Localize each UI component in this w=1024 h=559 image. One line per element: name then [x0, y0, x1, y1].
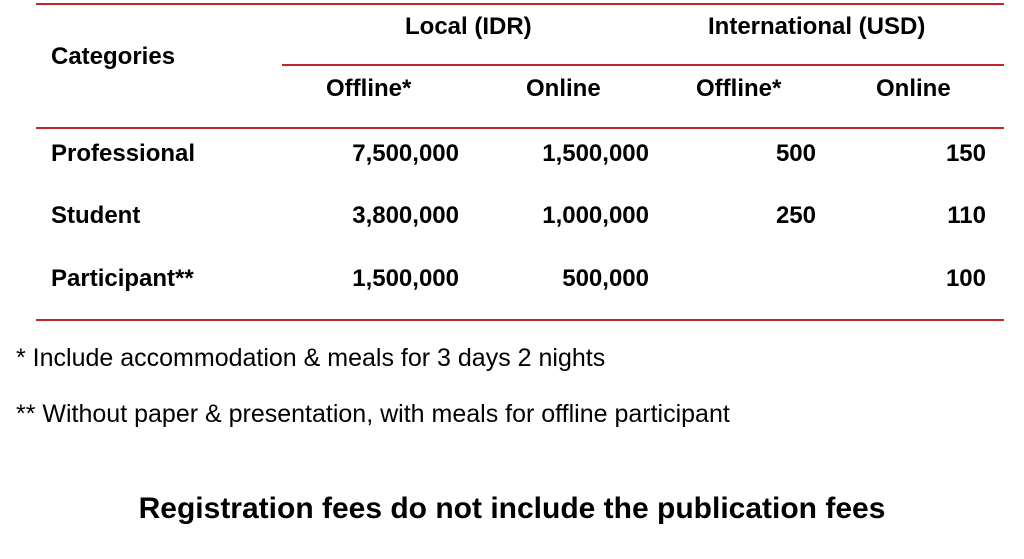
header-categories: Categories [51, 43, 176, 70]
registration-fee-table: Categories Local (IDR) International (US… [36, 0, 1004, 322]
cell-student-local-offline: 3,800,000 [352, 202, 459, 229]
header-international-online: Online [876, 75, 951, 102]
header-international-offline: Offline* [696, 75, 782, 102]
header-local-online: Online [526, 75, 601, 102]
group-header-rule [282, 64, 1004, 66]
table-top-rule [36, 3, 1004, 5]
cell-student-international-online: 110 [947, 202, 986, 229]
footnote-offline: * Include accommodation & meals for 3 da… [16, 344, 606, 372]
header-international-group: International (USD) [708, 13, 926, 40]
table-bottom-rule [36, 319, 1004, 321]
cell-professional-local-online: 1,500,000 [542, 140, 649, 167]
footnote-participant: ** Without paper & presentation, with me… [16, 400, 730, 428]
row-label-professional: Professional [51, 140, 196, 167]
header-local-group: Local (IDR) [405, 13, 532, 40]
cell-participant-local-online: 500,000 [562, 265, 649, 292]
header-bottom-rule [36, 127, 1004, 129]
cell-participant-international-online: 100 [945, 265, 986, 292]
cell-student-international-offline: 250 [775, 202, 816, 229]
row-label-participant: Participant** [51, 265, 194, 292]
cell-professional-local-offline: 7,500,000 [352, 140, 459, 167]
cell-participant-local-offline: 1,500,000 [352, 265, 459, 292]
row-label-student: Student [51, 202, 141, 229]
cell-student-local-online: 1,000,000 [542, 202, 649, 229]
header-local-offline: Offline* [326, 75, 412, 102]
cell-professional-international-online: 150 [945, 140, 986, 167]
cell-professional-international-offline: 500 [775, 140, 816, 167]
publication-fee-disclaimer: Registration fees do not include the pub… [138, 492, 886, 525]
